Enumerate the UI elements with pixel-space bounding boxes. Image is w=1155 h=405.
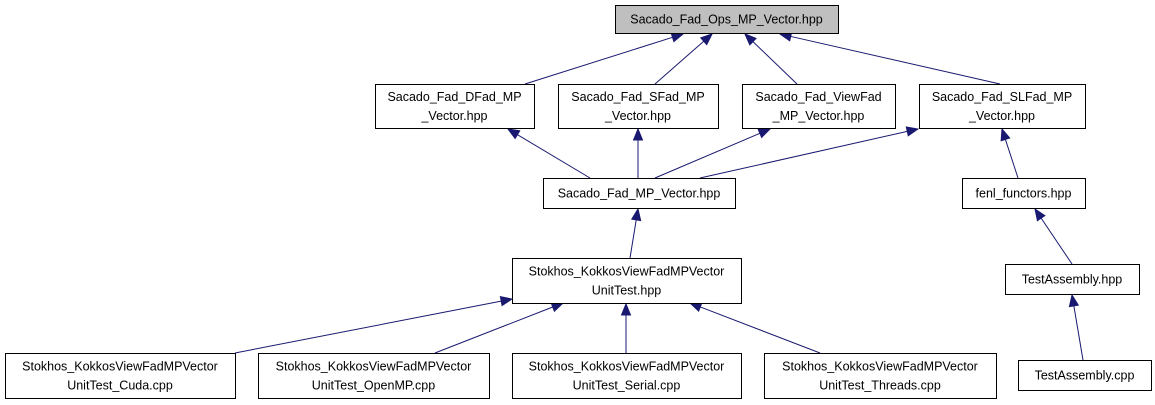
node-box[interactable] (1018, 360, 1152, 391)
node-label: UnitTest_Threads.cpp (819, 379, 941, 393)
node-sfad[interactable]: Sacado_Fad_SFad_MP _Vector.hpp (558, 84, 719, 129)
arrowhead (630, 207, 642, 222)
node-ops[interactable]: Sacado_Fad_Ops_MP_Vector.hpp (615, 5, 839, 34)
edge-dfad-to-ops (524, 32, 685, 85)
arrowhead (744, 33, 757, 46)
node-testasm[interactable]: TestAssembly.hpp (1005, 264, 1140, 295)
edge-line (629, 219, 637, 259)
edge-line (790, 35, 1001, 85)
node-label: Sacado_Fad_ViewFad (755, 90, 881, 104)
edge-line (654, 132, 761, 179)
node-label: Sacado_Fad_SFad_MP (571, 90, 704, 104)
edge-slfad-to-ops (778, 31, 1001, 85)
edge-line (1073, 305, 1084, 361)
node-label: Stokhos_KokkosViewFadMPVector (782, 360, 978, 374)
node-box[interactable] (512, 353, 742, 399)
edge-line (434, 306, 553, 354)
node-box[interactable] (558, 84, 719, 129)
node-label: TestAssembly.cpp (1035, 369, 1135, 383)
edge-mpvec-to-viewfad (654, 128, 772, 179)
arrowhead (1034, 207, 1046, 222)
node-label: Stokhos_KokkosViewFadMPVector (529, 360, 725, 374)
node-label: UnitTest_OpenMP.cpp (312, 379, 435, 393)
edge-sfad-to-ops (654, 33, 713, 85)
node-slfad[interactable]: Sacado_Fad_SLFad_MP _Vector.hpp (919, 84, 1086, 129)
node-box[interactable] (1005, 264, 1140, 295)
edge-testasm-to-fenl (1034, 207, 1073, 265)
node-box[interactable] (375, 84, 535, 129)
node-unittest[interactable]: Stokhos_KokkosViewFadMPVectorUnitTest.hp… (512, 258, 742, 304)
node-label: Sacado_Fad_DFad_MP (387, 90, 521, 104)
node-mpvec[interactable]: Sacado_Fad_MP_Vector.hpp (543, 178, 736, 209)
arrowhead (506, 128, 521, 140)
edge-mpvec-to-dfad (506, 128, 591, 179)
node-label: _MP_Vector.hpp (772, 109, 865, 123)
node-dfad[interactable]: Sacado_Fad_DFad_MP _Vector.hpp (375, 84, 535, 129)
arrowhead (905, 126, 920, 137)
arrowhead (688, 302, 703, 313)
arrowhead (632, 127, 644, 141)
nodes-layer: Sacado_Fad_Ops_MP_Vector.hppSacado_Fad_D… (5, 5, 1152, 399)
edge-threads-to-unittest (688, 302, 821, 354)
edge-line (234, 300, 502, 354)
node-box[interactable] (543, 178, 736, 209)
edge-line (1004, 139, 1019, 179)
edge-mpvec-to-sfad (632, 127, 644, 178)
node-label: TestAssembly.hpp (1022, 273, 1123, 287)
edge-mpvec-to-slfad (699, 126, 920, 179)
node-label: Stokhos_KokkosViewFadMPVector (22, 360, 218, 374)
node-label: _Vector.hpp (968, 109, 1035, 123)
node-label: Sacado_Fad_MP_Vector.hpp (558, 187, 721, 201)
node-box[interactable] (512, 258, 742, 304)
edge-line (654, 40, 705, 85)
node-openmp[interactable]: Stokhos_KokkosViewFadMPVectorUnitTest_Op… (258, 353, 490, 399)
arrowhead (620, 302, 632, 316)
edge-cuda-to-unittest (234, 296, 514, 354)
edge-fenl-to-slfad (1000, 127, 1019, 179)
node-label: Sacado_Fad_SLFad_MP (932, 90, 1072, 104)
arrowhead (1068, 293, 1080, 308)
node-box[interactable] (742, 84, 896, 129)
node-serial[interactable]: Stokhos_KokkosViewFadMPVectorUnitTest_Se… (512, 353, 742, 399)
arrowhead (499, 296, 514, 307)
arrowhead (670, 32, 685, 43)
arrowhead (699, 33, 713, 46)
node-box[interactable] (962, 178, 1086, 209)
arrowhead (757, 128, 772, 139)
node-label: Sacado_Fad_Ops_MP_Vector.hpp (630, 13, 823, 27)
node-label: fenl_functors.hpp (976, 187, 1072, 201)
edge-line (699, 130, 908, 179)
edge-line (700, 306, 821, 354)
edge-line (752, 41, 798, 85)
node-box[interactable] (764, 353, 997, 399)
node-box[interactable] (5, 353, 236, 399)
node-box[interactable] (919, 84, 1086, 129)
node-label: _Vector.hpp (420, 109, 487, 123)
edge-line (524, 36, 673, 85)
edge-unittest-to-mpvec (629, 207, 642, 259)
arrowhead (550, 302, 565, 313)
edge-line (517, 134, 591, 179)
edge-serial-to-unittest (620, 302, 632, 353)
node-threads[interactable]: Stokhos_KokkosViewFadMPVectorUnitTest_Th… (764, 353, 997, 399)
node-cuda[interactable]: Stokhos_KokkosViewFadMPVectorUnitTest_Cu… (5, 353, 236, 399)
edge-viewfad-to-ops (744, 33, 798, 85)
node-label: UnitTest_Cuda.cpp (67, 379, 173, 393)
node-testasmcpp[interactable]: TestAssembly.cpp (1018, 360, 1152, 391)
node-label: Stokhos_KokkosViewFadMPVector (529, 265, 725, 279)
node-fenl[interactable]: fenl_functors.hpp (962, 178, 1086, 209)
node-label: UnitTest.hpp (592, 284, 662, 298)
node-label: _Vector.hpp (604, 109, 671, 123)
edge-testasmcpp-to-testasm (1068, 293, 1084, 361)
node-box[interactable] (258, 353, 490, 399)
node-label: UnitTest_Serial.cpp (573, 379, 681, 393)
node-label: Stokhos_KokkosViewFadMPVector (276, 360, 472, 374)
arrowhead (1000, 127, 1011, 142)
edge-line (1040, 217, 1073, 265)
node-viewfad[interactable]: Sacado_Fad_ViewFad _MP_Vector.hpp (742, 84, 896, 129)
node-box[interactable] (615, 5, 839, 34)
